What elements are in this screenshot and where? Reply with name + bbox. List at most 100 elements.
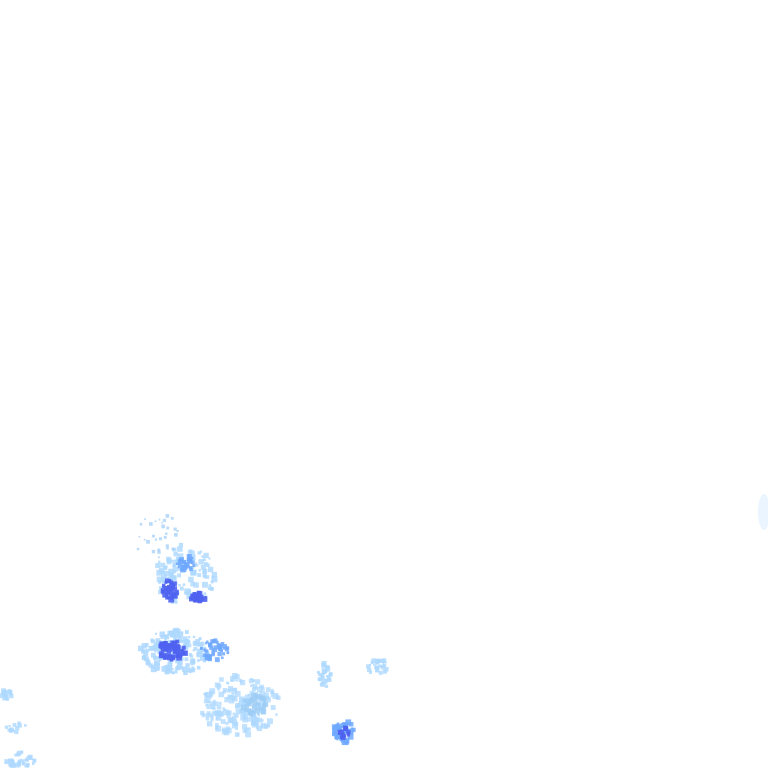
echo-pixel: [200, 647, 203, 650]
echo-pixel: [227, 682, 230, 685]
echo-pixel: [255, 695, 260, 699]
echo-pixel: [12, 723, 17, 727]
echo-pixel: [343, 734, 347, 738]
echo-pixel: [347, 734, 354, 740]
echo-pixel: [253, 697, 258, 701]
echo-pixel: [247, 708, 252, 713]
echo-pixel: [32, 762, 35, 765]
echo-pixel: [200, 641, 205, 646]
echo-pixel: [182, 568, 187, 572]
echo-pixel: [182, 565, 187, 570]
echo-pixel: [4, 725, 9, 729]
echo-pixel: [247, 727, 251, 731]
echo-pixel: [251, 721, 258, 728]
echo-pixel: [380, 658, 385, 663]
echo-pixel: [209, 713, 213, 718]
echo-pixel: [157, 548, 161, 552]
echo-pixel: [246, 701, 252, 707]
echo-pixel: [170, 649, 173, 652]
echo-pixel: [172, 628, 177, 633]
echo-pixel: [198, 637, 202, 641]
echo-pixel: [321, 662, 326, 668]
echo-pixel: [194, 643, 197, 646]
echo-pixel: [231, 693, 235, 697]
echo-pixel: [210, 715, 214, 719]
echo-pixel: [240, 704, 247, 711]
echo-pixel: [174, 670, 178, 674]
echo-pixel: [139, 522, 143, 526]
echo-pixel: [319, 674, 323, 677]
echo-pixel: [176, 562, 179, 566]
echo-pixel: [16, 752, 19, 755]
echo-pixel: [222, 707, 225, 710]
echo-pixel: [177, 553, 184, 560]
echo-pixel: [161, 580, 166, 585]
echo-pixel: [384, 667, 389, 672]
echo-pixel: [248, 678, 254, 684]
echo-pixel: [197, 551, 201, 555]
echo-fragment-e: [366, 658, 389, 675]
echo-pixel: [253, 700, 258, 705]
echo-pixel: [196, 651, 203, 658]
echo-pixel: [234, 691, 241, 697]
echo-pixel: [8, 724, 11, 728]
echo-pixel: [176, 654, 182, 661]
echo-pixel: [25, 758, 29, 762]
echo-pixel: [215, 715, 222, 721]
echo-pixel: [158, 556, 160, 559]
echo-pixel: [232, 695, 238, 702]
echo-pixel: [223, 644, 227, 649]
echo-pixel: [252, 687, 256, 692]
echo-pixel: [255, 726, 259, 730]
echo-pixel: [160, 643, 163, 646]
echo-pixel: [10, 763, 16, 768]
echo-pixel: [250, 684, 253, 688]
echo-pixel: [187, 591, 191, 595]
echo-pixel: [190, 569, 196, 576]
echo-pixel: [158, 590, 162, 595]
echo-pixel: [160, 562, 166, 568]
echo-pixel: [178, 646, 184, 652]
echo-pixel: [208, 584, 212, 587]
echo-pixel: [252, 684, 258, 689]
echo-pixel: [204, 655, 210, 661]
echo-pixel: [150, 664, 155, 669]
echo-pixel: [188, 588, 191, 591]
echo-pixel: [251, 692, 257, 699]
echo-pixel: [26, 756, 29, 759]
echo-pixel: [176, 589, 179, 592]
echo-pixel: [153, 661, 158, 666]
echo-pixel: [231, 715, 237, 721]
echo-pixel: [183, 639, 190, 645]
echo-pixel: [328, 674, 331, 677]
echo-pixel: [207, 586, 212, 590]
echo-pixel: [234, 674, 240, 680]
echo-pixel: [159, 537, 162, 541]
echo-pixel: [181, 559, 187, 565]
echo-pixel: [208, 643, 213, 648]
echo-pixel: [226, 713, 231, 719]
echo-pixel: [373, 663, 376, 667]
echo-pixel: [339, 729, 344, 734]
echo-pixel: [200, 710, 205, 716]
echo-pixel: [215, 723, 219, 727]
echo-pixel: [163, 535, 167, 539]
echo-pixel: [255, 702, 261, 708]
echo-pixel: [205, 717, 210, 721]
echo-pixel: [215, 711, 220, 716]
echo-pixel: [205, 563, 210, 568]
echo-pixel: [251, 718, 255, 722]
echo-pixel: [203, 562, 208, 566]
echo-pixel: [138, 645, 144, 652]
echo-pixel: [161, 666, 168, 672]
echo-pixel: [169, 571, 174, 577]
echo-pixel: [165, 653, 168, 656]
echo-pixel: [203, 575, 207, 579]
echo-pixel: [154, 538, 158, 541]
echo-pixel: [215, 640, 219, 644]
echo-pixel: [175, 631, 179, 634]
echo-pixel: [193, 646, 198, 651]
echo-pixel: [163, 570, 170, 577]
echo-pixel: [172, 566, 178, 572]
